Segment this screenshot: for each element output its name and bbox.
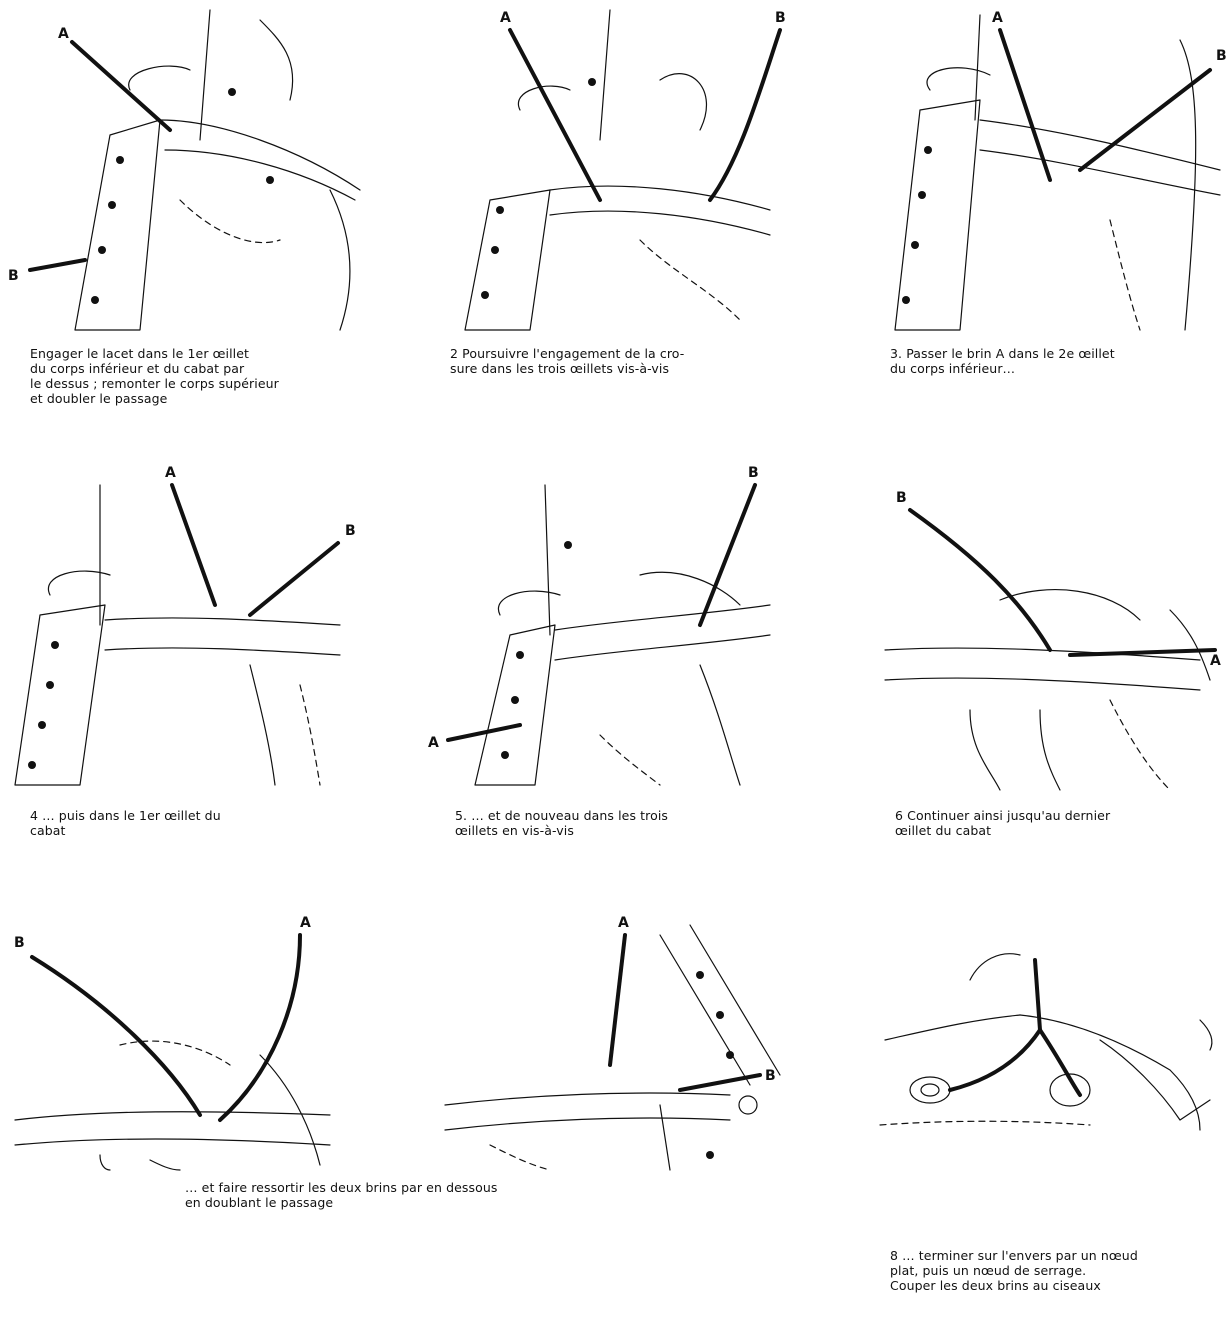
lace-end-label: B [765,1068,776,1084]
step-3-caption: 3. Passer le brin A dans le 2e œillet du… [890,346,1220,376]
lace-end-label: A [992,10,1003,26]
step-7a-illustration: B A [0,905,400,1170]
step-4-drawing: A B [0,455,400,795]
lace-end-label: B [748,465,759,481]
step-5-caption: 5. … et de nouveau dans les trois œillet… [455,808,785,838]
step-5-illustration: B A [420,455,820,795]
lace-end-label: B [1216,48,1227,64]
lace-end-label: A [428,735,439,751]
step-7a-drawing: B A [0,905,400,1170]
lace-end-label: B [775,10,786,26]
step-8-caption: 8 … terminer sur l'envers par un nœud pl… [890,1248,1220,1293]
lace-end-label: B [896,490,907,506]
step-2-drawing: A B [440,0,820,340]
step-2-illustration: A B [440,0,820,340]
step-6-caption: 6 Continuer ainsi jusqu'au dernier œille… [895,808,1225,838]
lace-end-label: B [8,268,19,284]
step-1-illustration: A B [0,0,400,340]
lace-end-label: A [58,26,69,42]
lace-end-label: B [14,935,25,951]
lace-end-label: A [165,465,176,481]
lace-end-label: A [618,915,629,931]
step-1-caption: Engager le lacet dans le 1er œillet du c… [30,346,370,406]
step-6-illustration: B A [870,480,1231,800]
step-1-drawing: A B [0,0,400,340]
step-7b-illustration: A B [430,905,830,1170]
lace-end-label: B [345,523,356,539]
step-5-drawing: B A [420,455,820,795]
lace-end-label: A [1210,653,1221,669]
step-6-drawing: B A [870,480,1231,800]
step-7-caption: … et faire ressortir les deux brins par … [185,1180,645,1210]
lace-end-label: A [300,915,311,931]
step-3-drawing: A B [880,0,1231,340]
step-7b-drawing: A B [430,905,830,1170]
lace-end-label: A [500,10,511,26]
step-4-caption: 4 … puis dans le 1er œillet du cabat [30,808,370,838]
step-8-illustration [870,920,1231,1160]
step-8-drawing [870,920,1231,1160]
step-2-caption: 2 Poursuivre l'engagement de la cro- sur… [450,346,790,376]
step-3-illustration: A B [880,0,1231,340]
step-4-illustration: A B [0,455,400,795]
